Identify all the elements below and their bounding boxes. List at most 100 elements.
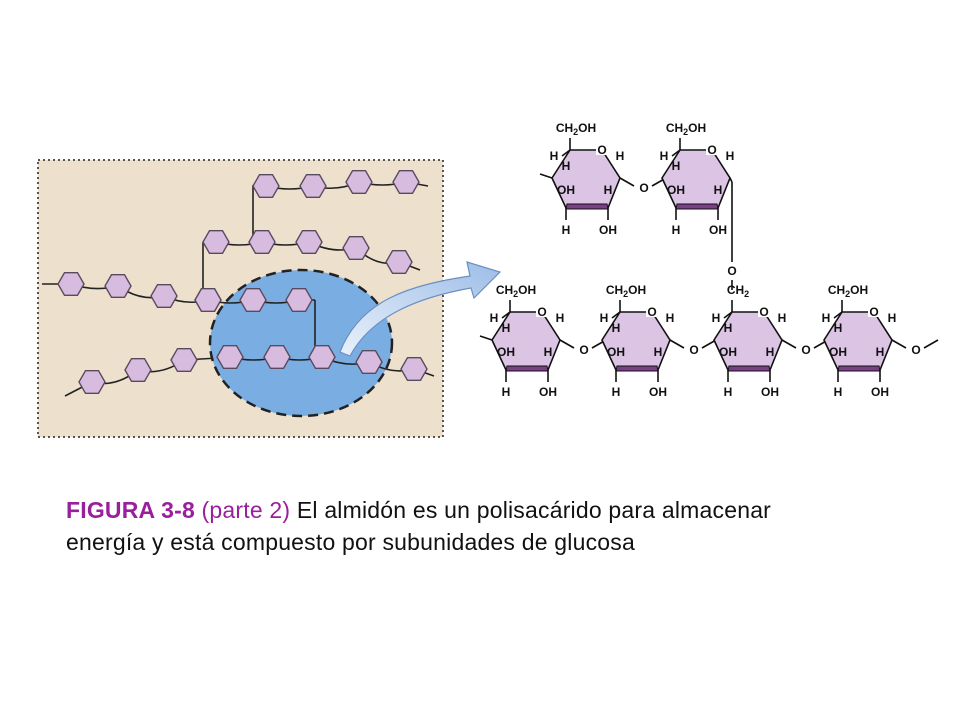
hydroxyl-label: OH bbox=[709, 223, 727, 237]
ring-oxygen-label: O bbox=[597, 143, 606, 157]
oxygen-backdrop bbox=[706, 142, 718, 155]
ring-front-bond bbox=[727, 365, 771, 372]
glucose-chain bbox=[252, 169, 429, 199]
oxygen-backdrop bbox=[596, 142, 608, 155]
bond-line bbox=[891, 339, 907, 349]
hydrogen-label: H bbox=[834, 385, 843, 399]
hydrogen-label: H bbox=[654, 345, 663, 359]
glucose-hexagon bbox=[400, 357, 428, 381]
ring-front-bond bbox=[505, 365, 549, 372]
hydroxyl-label: OH bbox=[649, 385, 667, 399]
hydrogen-label: H bbox=[672, 223, 681, 237]
hydrogen-label: H bbox=[778, 311, 787, 325]
hydrogen-label: H bbox=[550, 149, 559, 163]
glycosidic-bond-line bbox=[64, 357, 219, 397]
ring-oxygen-label: O bbox=[869, 305, 878, 319]
hydrogen-label: H bbox=[660, 149, 669, 163]
hydrogen-label: H bbox=[888, 311, 897, 325]
zoom-arrow bbox=[339, 261, 502, 357]
glucose-hexagon bbox=[263, 345, 291, 369]
bond-line bbox=[833, 311, 843, 319]
hydrogen-label: H bbox=[502, 385, 511, 399]
hydrogen-label: H bbox=[616, 149, 625, 163]
oxygen-backdrop bbox=[758, 304, 770, 317]
ring-oxygen-label: O bbox=[759, 305, 768, 319]
glycosidic-oxygen-label: O bbox=[911, 343, 920, 357]
ring-front-bond bbox=[837, 365, 881, 372]
ch2oh-label: CH2OH bbox=[496, 283, 536, 299]
highlighted-chain-segment bbox=[194, 288, 435, 381]
glucose-hexagon bbox=[295, 229, 323, 255]
hydrogen-label: H bbox=[822, 311, 831, 325]
glucose-hexagon bbox=[252, 173, 280, 199]
hydrogen-label: H bbox=[600, 311, 609, 325]
hydroxyl-label: OH bbox=[599, 223, 617, 237]
bond-line bbox=[923, 339, 939, 349]
hydrogen-label: H bbox=[876, 345, 885, 359]
hydrogen-label: H bbox=[726, 149, 735, 163]
bond-line bbox=[669, 339, 685, 349]
hydrogen-label: H bbox=[712, 311, 721, 325]
ch2oh-label: CH2OH bbox=[666, 121, 706, 137]
glycosidic-oxygen-label: O bbox=[801, 343, 810, 357]
caption-text: El almidón es un polisacárido para almac… bbox=[66, 497, 772, 555]
hydroxyl-label: OH bbox=[557, 183, 575, 197]
ch2oh-label: CH2OH bbox=[828, 283, 868, 299]
hydrogen-label: H bbox=[562, 159, 571, 173]
bond-line bbox=[619, 177, 635, 187]
hydrogen-label: H bbox=[556, 311, 565, 325]
glycosidic-oxygen-label: O bbox=[639, 181, 648, 195]
hydrogen-label: H bbox=[724, 321, 733, 335]
glycosidic-oxygen-label: O bbox=[689, 343, 698, 357]
glucose-chain bbox=[202, 229, 421, 274]
hydrogen-label: H bbox=[502, 321, 511, 335]
hydroxyl-label: OH bbox=[719, 345, 737, 359]
oxygen-backdrop bbox=[646, 304, 658, 317]
ch2oh-label: CH2OH bbox=[556, 121, 596, 137]
bond-line bbox=[671, 149, 681, 157]
bond-line bbox=[561, 149, 571, 157]
glucose-hexagon bbox=[392, 169, 420, 195]
hydrogen-label: H bbox=[766, 345, 775, 359]
glucose-hexagon bbox=[194, 288, 222, 312]
hydrogen-label: H bbox=[562, 223, 571, 237]
hydroxyl-label: OH bbox=[497, 345, 515, 359]
hydrogen-label: H bbox=[666, 311, 675, 325]
bond-line bbox=[781, 339, 797, 349]
ring-oxygen-label: O bbox=[647, 305, 656, 319]
glucose-hexagon bbox=[170, 348, 198, 372]
glycosidic-bond-line bbox=[42, 283, 209, 304]
starch-chains bbox=[42, 169, 429, 397]
bond-line bbox=[701, 339, 717, 349]
oxygen-backdrop bbox=[868, 304, 880, 317]
ring-front-bond bbox=[565, 203, 609, 210]
branch-oxygen-label: O bbox=[727, 264, 736, 278]
ch2oh-label: CH2OH bbox=[606, 283, 646, 299]
ring-front-bond bbox=[615, 365, 659, 372]
bond-line bbox=[559, 339, 575, 349]
glucose-hexagon bbox=[216, 345, 244, 369]
bond-line bbox=[501, 311, 511, 319]
glucose-hexagon bbox=[248, 229, 276, 255]
bond-line bbox=[479, 335, 493, 341]
glucose-hexagon bbox=[285, 288, 313, 312]
glucose-hexagon bbox=[104, 274, 132, 298]
ring-oxygen-label: O bbox=[537, 305, 546, 319]
glucose-hexagon bbox=[150, 284, 178, 308]
glucose-hexagon bbox=[299, 173, 327, 199]
bond-line bbox=[723, 311, 733, 319]
hydrogen-label: H bbox=[672, 159, 681, 173]
glucose-hexagon bbox=[342, 235, 370, 260]
bond-line bbox=[729, 177, 733, 183]
glucose-hexagon bbox=[308, 345, 336, 369]
hydroxyl-label: OH bbox=[829, 345, 847, 359]
glucose-hexagon bbox=[355, 350, 383, 374]
hydrogen-label: H bbox=[612, 321, 621, 335]
hydrogen-label: H bbox=[604, 183, 613, 197]
hydroxyl-label: OH bbox=[539, 385, 557, 399]
